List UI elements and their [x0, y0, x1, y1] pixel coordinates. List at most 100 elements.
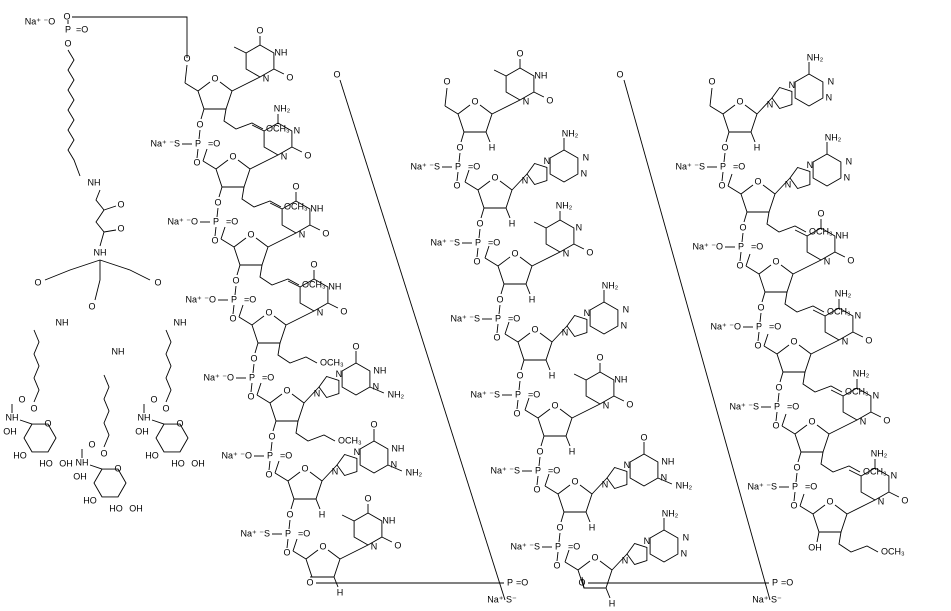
methoxy-group: OCH₃	[881, 546, 905, 556]
linker-bond	[339, 79, 506, 601]
bridging-oxygen: O	[739, 222, 746, 232]
hydrogen: H	[589, 522, 596, 532]
bond	[254, 342, 259, 354]
ring-nitrogen: N	[828, 76, 835, 86]
methyl-bond	[848, 469, 862, 477]
ring-nitrogen: N	[544, 156, 551, 166]
bond	[779, 371, 784, 383]
sodium-oxide: Na⁺ ⁻O	[203, 372, 234, 382]
ring-bond	[215, 159, 229, 170]
sugar-ring	[758, 273, 794, 293]
phosphoryl-oxygen: =O	[226, 216, 238, 226]
amino-group: NH₂	[562, 128, 579, 138]
hydrogen: H	[609, 598, 616, 608]
ring-nitrogen: N	[767, 99, 774, 109]
sugar-ring	[457, 113, 493, 133]
sugar-ring	[557, 493, 593, 513]
amino-group: NH₂	[676, 480, 693, 490]
carbonyl-oxygen: O	[847, 255, 854, 265]
sugar-ring	[517, 341, 553, 361]
bond	[272, 420, 277, 432]
bond	[761, 291, 766, 303]
c5-o-bond	[763, 333, 769, 347]
hydroxyl: OH	[73, 471, 87, 481]
sodium-thiolate: Na⁺ ⁻S	[729, 401, 759, 411]
sugar-ring	[776, 353, 812, 373]
methoxy-group: OCH₃	[827, 306, 851, 316]
phosphorus: P	[792, 481, 798, 491]
bridging-oxygen: O	[64, 38, 71, 48]
hydroxyl: HO	[83, 495, 97, 505]
bond	[252, 363, 255, 374]
methoxyethyl-chain	[802, 371, 843, 393]
glutaryl-chain	[95, 189, 105, 247]
c5-bond	[484, 257, 499, 267]
methoxyethyl-chain	[241, 186, 282, 208]
carbonyl-bond	[573, 243, 585, 250]
carbonyl-oxygen: O	[117, 223, 124, 233]
bond	[721, 171, 724, 182]
sugar-ring	[794, 433, 830, 453]
c2-h-bond	[565, 435, 571, 447]
c5-bond	[524, 409, 539, 419]
amino-group: NH₂	[662, 508, 679, 518]
bridging-oxygen: O	[456, 142, 463, 152]
arm	[94, 260, 101, 301]
sugar-ring	[287, 480, 323, 500]
ring-bond	[519, 256, 533, 267]
phosphoryl-oxygen: =O	[468, 161, 480, 171]
ring-bond	[255, 237, 269, 248]
pyrimidine-ring	[629, 453, 659, 487]
ring-nitrogen: N	[281, 151, 288, 161]
ring-nitrogen: N	[878, 496, 885, 506]
ring-oxygen: O	[211, 73, 218, 83]
amino-group: NH₂	[825, 132, 842, 142]
imide-nh: NH	[328, 281, 341, 291]
methoxyethyl-chain	[838, 531, 879, 553]
sugar-ring	[497, 265, 533, 285]
bond	[196, 148, 199, 159]
bridging-oxygen: O	[513, 408, 520, 418]
phosphorus: P	[720, 161, 726, 171]
carbonyl-oxygen: O	[640, 432, 647, 442]
ring-bond	[291, 393, 305, 404]
galactose-ring	[93, 468, 127, 498]
ring-bond	[780, 264, 794, 275]
ring-bond	[309, 471, 323, 482]
carbonyl-oxygen: O	[18, 394, 25, 404]
bond	[498, 304, 501, 315]
arm	[44, 259, 101, 281]
bridging-oxygen: O	[790, 500, 797, 510]
glycosidic-bond	[249, 154, 279, 170]
glycosidic-bond	[267, 232, 297, 248]
bond	[218, 186, 223, 198]
ether-oxygen: O	[88, 301, 95, 311]
sugar-ring	[269, 402, 305, 422]
c5-o-bond	[220, 226, 226, 240]
bridging-oxygen: O	[718, 180, 725, 190]
terminal-oxygen: O	[708, 76, 715, 86]
c5-o-bond	[464, 169, 470, 183]
methoxy-group: OCH₃	[266, 123, 290, 133]
bridging-oxygen: O	[473, 256, 480, 266]
ring-nitrogen: N	[842, 336, 849, 346]
bond	[444, 87, 448, 107]
